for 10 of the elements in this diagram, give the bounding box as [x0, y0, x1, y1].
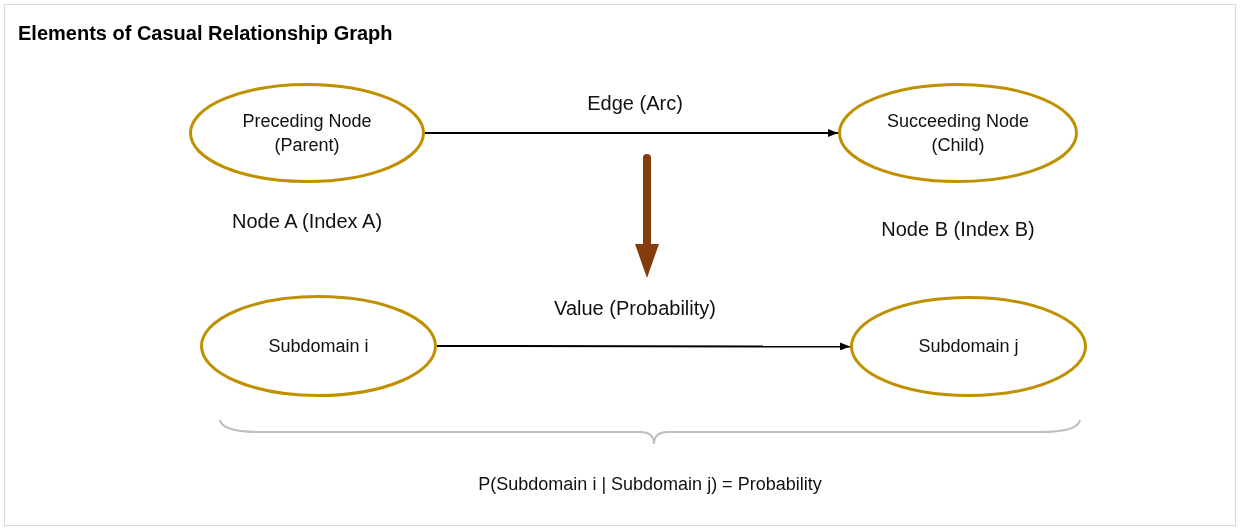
node-label: Succeeding Node (Child) — [885, 109, 1031, 157]
node-label: Subdomain i — [268, 334, 369, 358]
node-label: Subdomain j — [918, 335, 1019, 359]
node-caption: Node B (Index B) — [881, 218, 1035, 241]
diagram-title: Elements of Casual Relationship Graph — [18, 22, 393, 45]
arrow — [436, 342, 851, 351]
arrow — [424, 129, 839, 137]
node-label: Preceding Node (Parent) — [241, 109, 373, 157]
node-caption: Node A (Index A) — [231, 210, 383, 233]
formula-text: P(Subdomain i | Subdomain j) = Probability — [478, 474, 822, 495]
